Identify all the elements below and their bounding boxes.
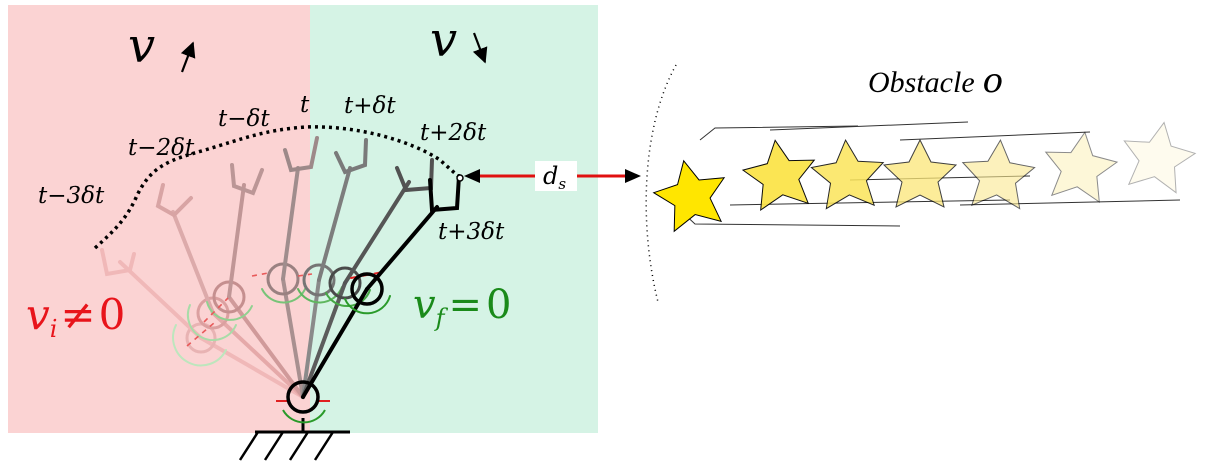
gripper	[155, 183, 193, 218]
gripper	[283, 136, 319, 173]
gripper	[100, 248, 136, 277]
distance-label: ds	[543, 162, 566, 193]
hatch-line	[263, 431, 285, 461]
ground-base	[238, 418, 350, 461]
star-icon	[741, 139, 816, 212]
star-icon	[1123, 121, 1197, 194]
hatch-line	[288, 431, 310, 461]
arrowhead-right-icon	[625, 169, 641, 183]
star-icon	[882, 138, 958, 208]
hatch-line	[238, 431, 260, 461]
arm-pose-t	[261, 136, 319, 399]
final-velocity-label: vf=0	[413, 282, 511, 332]
arm-pose-t+dt	[297, 138, 368, 399]
trajectory-end-point	[456, 174, 464, 182]
left-region	[8, 5, 310, 433]
down-arrow-icon	[472, 32, 488, 64]
left-region-header: v	[128, 18, 196, 74]
elbow-joint	[266, 262, 300, 296]
arm-pose-t+2dt	[301, 158, 434, 399]
star-icon	[961, 138, 1036, 210]
arm-pose-t-dt	[206, 163, 305, 399]
time-label-t+2dt: t+2δt	[420, 120, 487, 146]
initial-velocity-label: vi≠0	[26, 290, 125, 343]
gripper	[428, 174, 461, 213]
time-label-t+dt: t+δt	[344, 93, 396, 119]
end-effector-trajectory	[93, 125, 460, 250]
star-icon	[652, 159, 726, 233]
time-label-t-2dt: t−2δt	[128, 135, 195, 161]
joint-limit-marks	[186, 272, 313, 347]
obstacle-boundary	[645, 64, 677, 303]
time-label-t: t	[300, 92, 310, 118]
obstacle-stars	[652, 121, 1197, 233]
time-label-t-3dt: t−3δt	[38, 183, 105, 209]
arm-pose-t-3dt	[100, 248, 305, 399]
up-arrow-icon	[180, 41, 196, 73]
right-velocity-symbol: v	[430, 12, 457, 68]
elbow-joint	[302, 263, 336, 297]
distance-label-box	[535, 161, 577, 191]
hatch-line	[313, 431, 335, 461]
base-joint	[276, 380, 330, 424]
arrowhead-left-icon	[464, 169, 480, 183]
gripper	[230, 163, 264, 196]
star-icon	[1044, 131, 1119, 204]
gripper	[395, 158, 434, 193]
time-label-t+3dt: t+3δt	[438, 219, 505, 245]
time-label-t-dt: t−δt	[218, 106, 270, 132]
distance-arrow: ds	[464, 161, 641, 193]
right-region	[310, 5, 598, 433]
elbow-joint	[350, 272, 384, 306]
right-region-header: v	[430, 12, 488, 68]
arm-pose-t+3dt	[301, 174, 461, 399]
gripper	[334, 138, 368, 175]
elbow-joint	[328, 266, 362, 300]
left-velocity-symbol: v	[128, 18, 155, 74]
star-icon	[810, 138, 885, 210]
